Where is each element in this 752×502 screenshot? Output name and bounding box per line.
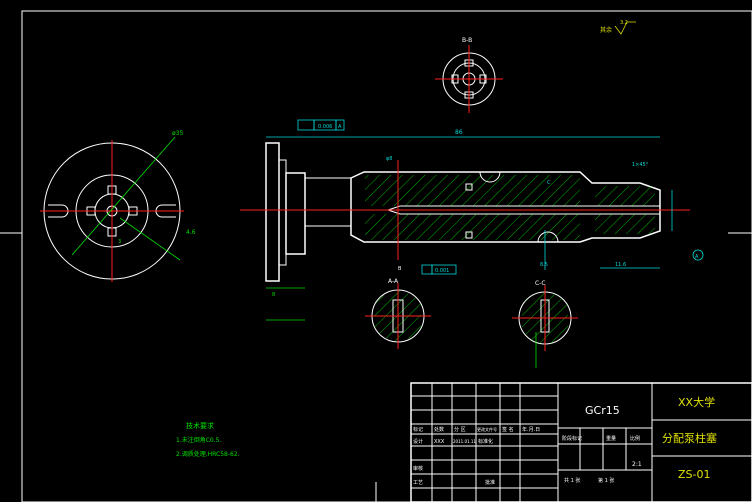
tol-ref: A [338,124,342,130]
cut-label-b: B [398,266,402,272]
scale: 2:1 [632,461,642,468]
notes-line-1: 1.未注倒角C0.5. [176,436,221,444]
tol2-value: 0.001 [435,268,449,274]
end-view [40,136,184,282]
label-section-cc: C-C [535,280,546,287]
tol-frame [297,119,315,131]
dim-phi: φ8 [386,156,392,162]
tol-value: 0.006 [318,124,332,130]
roughness-symbol [614,21,636,35]
main-view [240,142,690,282]
part-name: 分配泵柱塞 [662,431,717,445]
svg-text:A: A [695,254,699,260]
roughness-other: 其余 [600,26,612,34]
label-section-bb: B-B [462,37,472,44]
section-aa-view [365,283,431,349]
process-label: 工艺 [413,480,423,486]
standardization: 标准化 [478,438,493,445]
dim-c: C [547,180,551,186]
sheet-no: 第 1 张 [598,477,614,484]
stage-col-1: 阶段标记 [562,435,582,442]
school-name: XX大学 [678,395,715,409]
approve-label: 批准 [485,479,495,486]
review-label: 审核 [413,465,423,472]
dim-11: 11.6 [615,262,626,268]
drawing-border [21,10,752,502]
sheet-count: 共 1 张 [564,477,580,484]
designer: XXX [434,439,445,445]
section-cc-view [512,285,578,368]
hdr-change: 更改文件号 [477,426,497,432]
hdr-count: 处数 [434,426,444,433]
notes-line-2: 2.调质处理,HRC58-62. [176,450,240,458]
dim-chamfer: 1×45° [632,162,649,168]
length-dim: 86 [455,129,463,136]
dim-46: 4.6 [186,229,196,236]
tol2-frame [431,264,457,275]
dim-3: 3 [118,239,121,245]
drawing-no: ZS-01 [678,468,710,481]
dim-r35: ø35 [172,130,183,137]
stage-col-2: 重量 [606,435,616,442]
roughness-value: 3.2 [620,20,628,26]
material: GCr15 [585,404,620,417]
stage-col-3: 比例 [630,435,640,442]
notes-heading: 技术要求 [186,421,214,430]
hdr-zone: 分 区 [454,426,466,433]
hdr-date: 年.月.日 [522,426,540,433]
title-block [410,382,752,502]
hdr-mark: 标记 [413,426,423,433]
section-bb-view [435,45,503,113]
design-label: 设计 [413,438,423,445]
dim-85: 8.5 [540,262,548,268]
datum-a [692,249,704,261]
dim-8-bottom: 8 [272,292,275,298]
label-section-aa: A-A [388,278,399,285]
hdr-sign: 签 名 [502,426,514,433]
design-date: 2011.01.11 [453,439,476,444]
